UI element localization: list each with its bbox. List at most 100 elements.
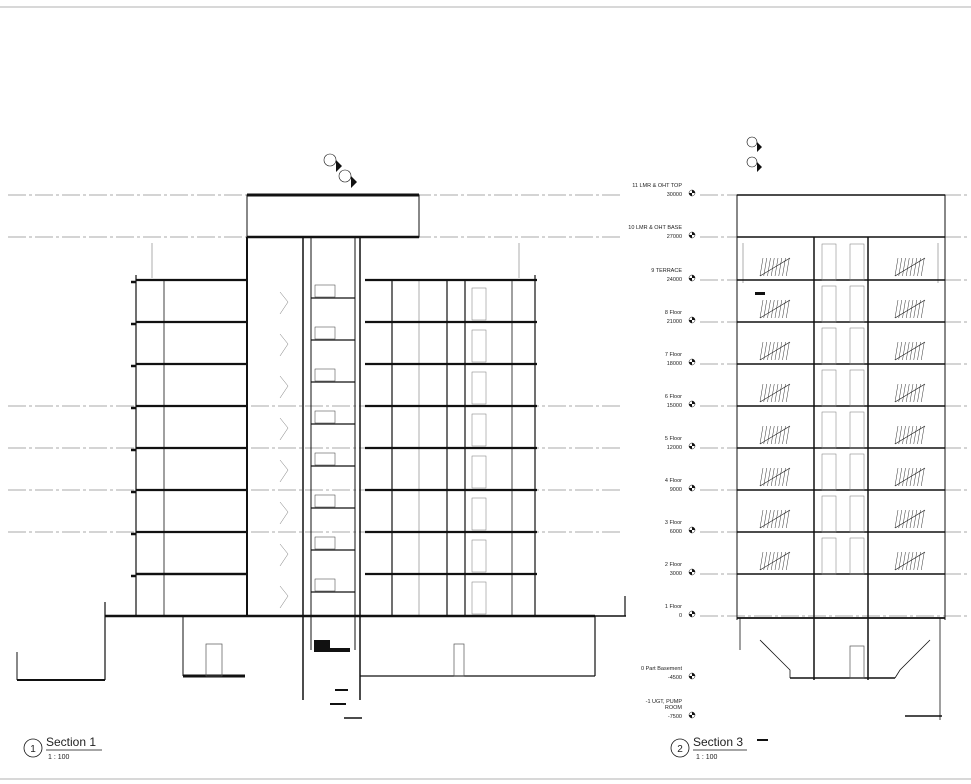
stair-riser [921,551,925,571]
stair-riser [786,425,790,445]
stair-stringer [894,467,926,487]
stair-riser [921,299,925,319]
stair-riser [778,299,782,319]
stair-flight [314,284,336,298]
level-name: 10 LMR & OHT BASE [628,225,682,231]
level-head-fill [689,232,695,238]
door-opening [849,243,865,281]
view-title-section-1: 1 Section 1 1 : 100 [23,735,102,761]
stair-riser [778,341,782,361]
stair-flight [314,326,336,340]
stair-riser [909,299,914,319]
level-name: ROOM [665,705,683,711]
stair-stringer [759,467,791,487]
level-elevation: 24000 [667,277,682,283]
stair-riser [898,551,902,571]
stair-stringer [894,383,926,403]
stair-riser [902,341,906,361]
stair-riser [767,383,771,403]
section-callout-circle-bottom [338,169,352,183]
window-opening [471,329,487,363]
level-name: 6 Floor [665,394,682,400]
stair-riser [913,341,917,361]
window-opening [471,581,487,615]
section-3-drawing [736,136,946,741]
stair-stringer [894,509,926,529]
door-opening [849,453,865,491]
stair-riser [759,509,764,529]
door-opening [821,411,837,449]
window-opening [471,287,487,321]
stair-riser [774,341,779,361]
stair-riser [909,257,914,277]
view-number: 2 [677,744,683,755]
stair-riser [771,257,775,277]
stair-flight [314,368,336,382]
door-opening [849,327,865,365]
level-head-fill [689,401,695,407]
stair-riser [759,299,764,319]
stair-riser [786,257,790,277]
stair-riser [913,257,917,277]
stair-riser [778,551,782,571]
level-name: -1 UGT, PUMP [646,699,683,705]
level-elevation: 6000 [670,529,682,535]
stair-riser [759,383,764,403]
stair-riser [894,509,899,529]
level-label: 3 Floor 6000 [665,520,696,535]
basement-stair-fill [314,640,350,652]
view-number-circle [670,738,690,758]
view-title: Section 1 [46,735,96,749]
level-head-fill [689,569,695,575]
level-label: 5 Floor 12000 [665,436,696,451]
stair-riser [894,425,899,445]
stair-riser [902,257,906,277]
stair-riser [774,299,779,319]
level-label: 10 LMR & OHT BASE 27000 [628,225,696,240]
stair-riser [771,425,775,445]
stair-riser [767,425,771,445]
level-elevation: 18000 [667,361,682,367]
stair-riser [909,383,914,403]
stair-riser [906,341,910,361]
stair-riser [909,551,914,571]
stair-riser [774,509,779,529]
door-swing [279,543,289,567]
stair-riser [763,467,767,487]
stair-riser [894,383,899,403]
level-elevation: 15000 [667,403,682,409]
stair-stringer [759,425,791,445]
door-swing [279,375,289,399]
stair-riser [902,383,906,403]
stair-riser [906,467,910,487]
stair-riser [902,551,906,571]
level-head-fill [689,443,695,449]
stair-riser [898,425,902,445]
level-name: 3 Floor [665,520,682,526]
level-name: 2 Floor [665,562,682,568]
stair-stringer [894,299,926,319]
stair-riser [894,257,899,277]
stair-riser [909,341,914,361]
stair-riser [786,509,790,529]
stair-riser [921,425,925,445]
stair-stringer [894,425,926,445]
level-name: 5 Floor [665,436,682,442]
level-elevation: 12000 [667,445,682,451]
stair-riser [771,509,775,529]
stair-stringer [894,551,926,571]
door-swing [279,417,289,441]
level-elevation: 0 [679,613,682,619]
level-elevation: 27000 [667,234,682,240]
stair-riser [894,341,899,361]
stair-riser [898,257,902,277]
stair-riser [759,341,764,361]
stair-stringer [759,551,791,571]
stair-stringer [759,257,791,277]
stair-riser [906,509,910,529]
